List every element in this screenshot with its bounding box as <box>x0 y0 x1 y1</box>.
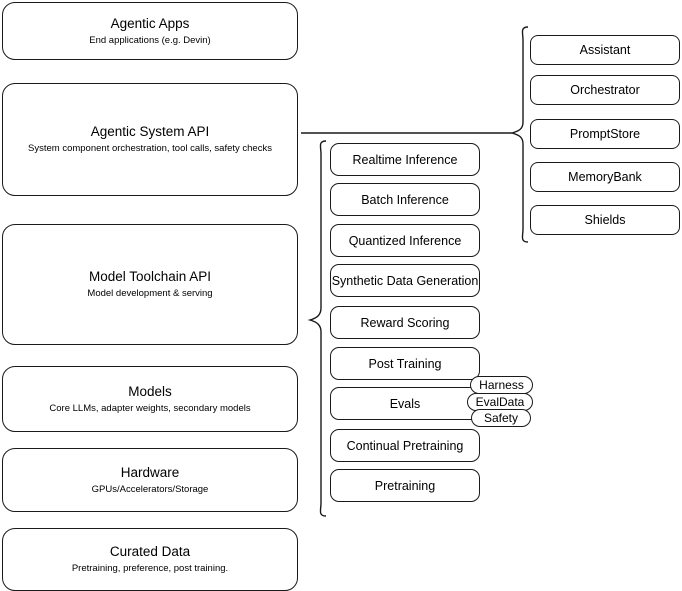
layer-subtitle: Model development & serving <box>87 288 213 299</box>
capabilities-brace <box>307 140 327 517</box>
layer-title: Hardware <box>120 464 180 480</box>
component-assistant[interactable]: Assistant <box>530 35 680 65</box>
eval-pill-safety[interactable]: Safety <box>471 409 531 427</box>
layer-title: Curated Data <box>109 544 191 559</box>
capability-reward-scoring[interactable]: Reward Scoring <box>330 306 480 339</box>
components-brace <box>509 26 529 243</box>
capability-pretraining[interactable]: Pretraining <box>330 469 480 502</box>
component-memorybank[interactable]: MemoryBank <box>530 162 680 192</box>
layer-subtitle: Core LLMs, adapter weights, secondary mo… <box>49 402 251 414</box>
capability-quantized-inference[interactable]: Quantized Inference <box>330 224 480 257</box>
eval-pill-harness[interactable]: Harness <box>470 376 533 394</box>
layer-curated-data[interactable]: Curated Data Pretraining, preference, po… <box>2 528 298 591</box>
layer-model-toolchain-api[interactable]: Model Toolchain API Model development & … <box>2 224 298 345</box>
layer-agentic-system-api[interactable]: Agentic System API System component orch… <box>2 83 298 196</box>
capability-realtime-inference[interactable]: Realtime Inference <box>330 143 480 176</box>
layer-title: Model Toolchain API <box>88 269 212 284</box>
component-shields[interactable]: Shields <box>530 205 680 235</box>
layer-title: Models <box>128 383 172 399</box>
layer-hardware[interactable]: Hardware GPUs/Accelerators/Storage <box>2 448 298 512</box>
capability-continual-pretraining[interactable]: Continual Pretraining <box>330 429 480 462</box>
layer-subtitle: End applications (e.g. Devin) <box>89 34 211 46</box>
component-promptstore[interactable]: PromptStore <box>530 119 680 149</box>
capability-post-training[interactable]: Post Training <box>330 347 480 380</box>
layer-subtitle: System component orchestration, tool cal… <box>28 143 272 154</box>
component-orchestrator[interactable]: Orchestrator <box>530 75 680 105</box>
capability-evals[interactable]: Evals <box>330 387 480 420</box>
capability-batch-inference[interactable]: Batch Inference <box>330 183 480 216</box>
capability-synthetic-data-generation[interactable]: Synthetic Data Generation <box>330 264 480 297</box>
layer-subtitle: Pretraining, preference, post training. <box>71 563 229 574</box>
layer-subtitle: GPUs/Accelerators/Storage <box>91 483 209 495</box>
layer-agentic-apps[interactable]: Agentic Apps End applications (e.g. Devi… <box>2 2 298 60</box>
layer-title: Agentic System API <box>90 124 210 139</box>
layer-title: Agentic Apps <box>110 15 190 31</box>
layer-models[interactable]: Models Core LLMs, adapter weights, secon… <box>2 366 298 432</box>
